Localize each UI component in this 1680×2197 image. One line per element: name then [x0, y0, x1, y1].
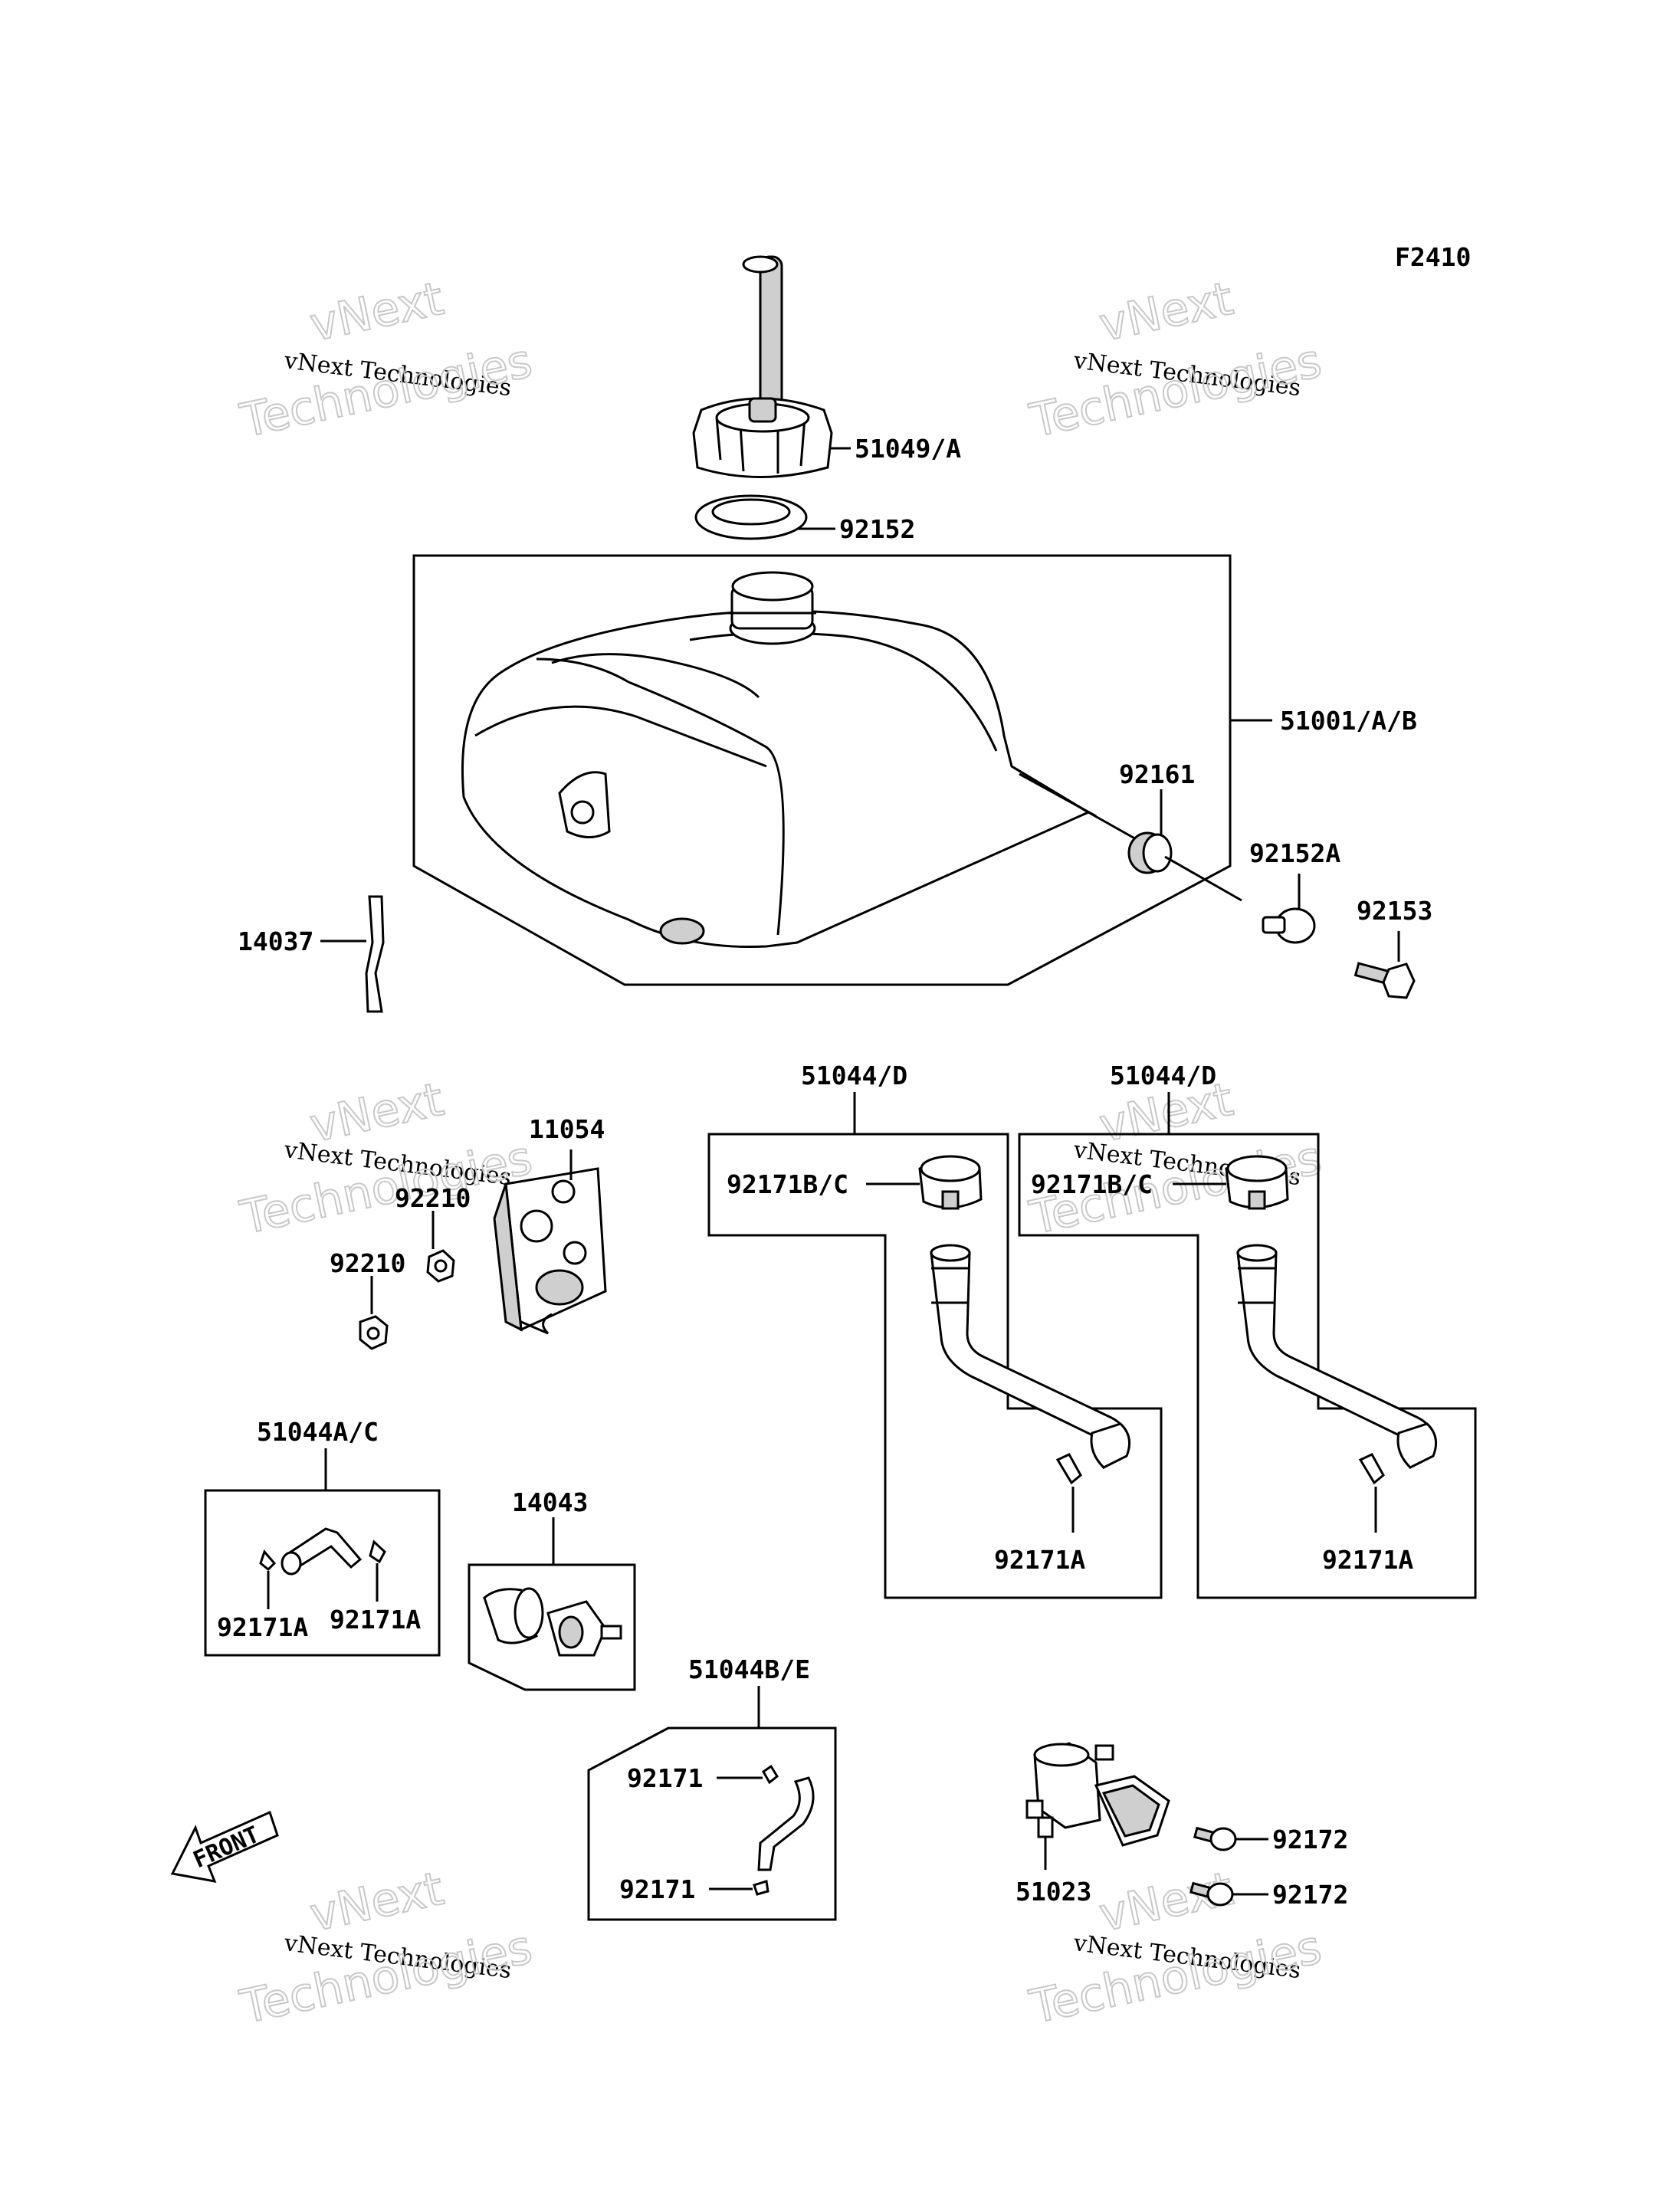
- nut-upper-part: [426, 1249, 455, 1283]
- watermark-line2: Technologies: [1025, 1920, 1327, 2035]
- label-clamp-b1: 92171: [627, 1763, 703, 1793]
- watermark-5: vNext vNext Technologies Technologies: [235, 1861, 538, 2035]
- screw-1-part: [1193, 1826, 1237, 1851]
- collar-part: [1262, 907, 1316, 944]
- label-bracket: 11054: [529, 1114, 605, 1144]
- label-clamp-b2: 92171: [619, 1874, 695, 1904]
- label-clamp-d2-bottom: 92171A: [1322, 1545, 1413, 1575]
- hose-d2-frame: [1018, 1133, 1477, 1599]
- label-tank: 51001/A/B: [1280, 706, 1417, 736]
- hose-set-b-frame: [587, 1726, 837, 1921]
- label-hose-set-a: 51044A/C: [257, 1417, 379, 1447]
- watermark-4: vNext vNext Technologies Technologies: [1025, 1072, 1327, 1246]
- label-hose-set-b: 51044B/E: [688, 1654, 810, 1684]
- label-gasket: 92152: [839, 514, 915, 544]
- label-cap: 51049/A: [855, 434, 961, 464]
- clamp-d1-bottom-part: [1055, 1453, 1082, 1485]
- label-grommet: 92161: [1119, 759, 1195, 789]
- watermark-line2: Technologies: [236, 334, 537, 448]
- label-clamp-a1: 92171A: [217, 1612, 308, 1642]
- label-screw-1: 92172: [1272, 1825, 1348, 1854]
- clamp-d2-bottom-part: [1358, 1453, 1385, 1485]
- label-bolt: 92153: [1357, 896, 1432, 926]
- label-collar: 92152A: [1249, 838, 1340, 868]
- filter-frame: [468, 1563, 636, 1691]
- label-clamp-d2-top: 92171B/C: [1031, 1169, 1153, 1199]
- hose-d1-frame: [707, 1133, 1163, 1599]
- clamp-d1-top-part: [918, 1155, 983, 1210]
- hose-d2-part: [1236, 1244, 1438, 1470]
- screw-2-part: [1189, 1881, 1234, 1907]
- hose-d1-part: [930, 1244, 1131, 1470]
- grommet-part: [1127, 831, 1173, 874]
- watermark-logo: vNext: [306, 272, 448, 353]
- label-clamp-a2: 92171A: [330, 1605, 421, 1635]
- band-part: [365, 895, 385, 1013]
- watermark-logo: vNext: [306, 1862, 448, 1943]
- label-screw-2: 92172: [1272, 1880, 1348, 1910]
- fuel-tank-part: [461, 571, 1150, 949]
- label-band: 14037: [238, 926, 313, 956]
- label-hose-d1: 51044/D: [801, 1061, 907, 1090]
- fuel-cap-part: [692, 255, 833, 478]
- front-label: FRONT: [189, 1822, 264, 1874]
- watermark-line2: Technologies: [236, 1920, 537, 2035]
- watermark-1: vNext vNext Technologies Technologies: [235, 271, 538, 449]
- figure-code: F2410: [1395, 242, 1471, 272]
- bracket-part: [493, 1167, 607, 1335]
- watermark-logo: vNext: [1095, 272, 1238, 353]
- clamp-d2-top-part: [1225, 1155, 1289, 1210]
- watermark-line2: Technologies: [1025, 334, 1327, 448]
- gasket-part: [694, 494, 808, 540]
- label-hose-d2: 51044/D: [1110, 1061, 1216, 1090]
- watermark-2: vNext vNext Technologies Technologies: [1025, 271, 1327, 449]
- label-clamp-d1-bottom: 92171A: [994, 1545, 1085, 1575]
- nut-lower-part: [359, 1315, 389, 1350]
- clamp-b2-part: [753, 1880, 769, 1896]
- tank-group-frame: [412, 554, 1232, 986]
- watermark-3: vNext vNext Technologies Technologies: [235, 1072, 538, 1246]
- label-nut-lower: 92210: [330, 1248, 405, 1278]
- label-cock: 51023: [1016, 1877, 1091, 1907]
- clamp-b1-part: [762, 1764, 779, 1785]
- clamp-a2-part: [369, 1540, 386, 1564]
- label-filter: 14043: [512, 1487, 588, 1517]
- label-clamp-d1-top: 92171B/C: [727, 1169, 848, 1199]
- bolt-part: [1354, 962, 1416, 999]
- hose-b-part: [757, 1776, 815, 1871]
- label-nut-upper: 92210: [395, 1183, 471, 1213]
- hose-set-a-frame: [204, 1489, 441, 1657]
- front-arrow: FRONT: [170, 1810, 279, 1883]
- filter-part: [483, 1587, 622, 1657]
- fuel-cock-part: [1025, 1742, 1170, 1870]
- clamp-a1-part: [259, 1549, 277, 1572]
- hose-a-part: [281, 1527, 363, 1576]
